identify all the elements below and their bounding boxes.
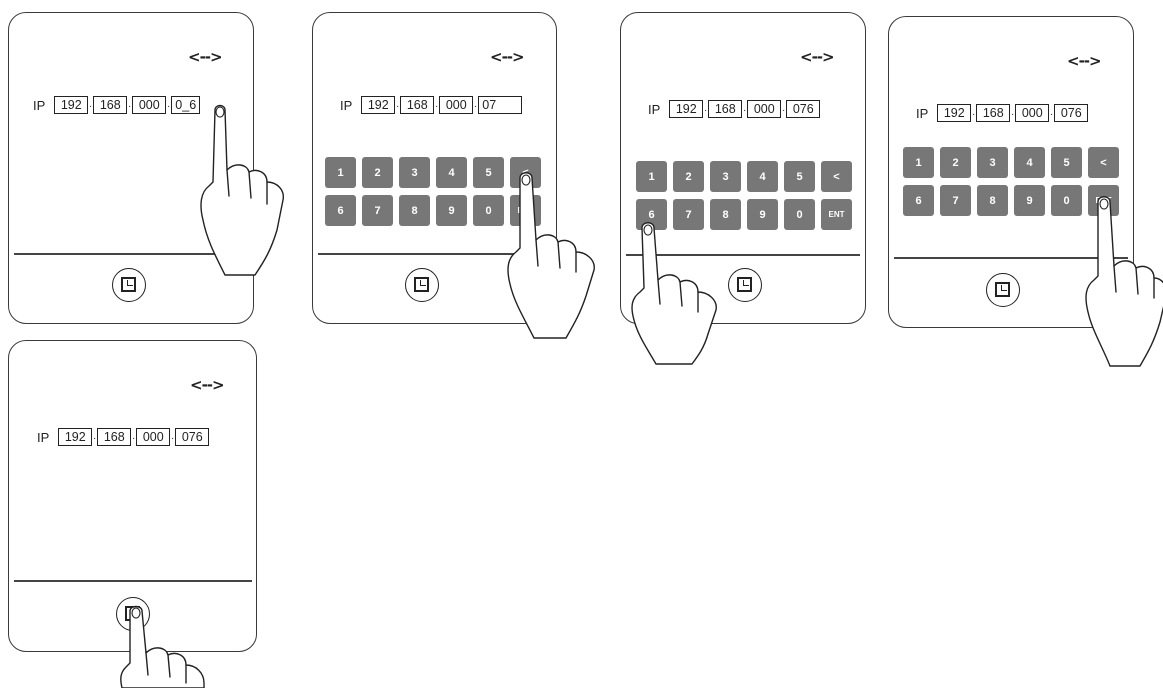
ip-octet-3[interactable]: 000 <box>132 96 166 114</box>
ip-octet-1[interactable]: 192 <box>58 428 92 446</box>
key-7[interactable]: 7 <box>362 195 393 226</box>
ip-octet-1[interactable]: 192 <box>361 96 395 114</box>
ip-octet-3[interactable]: 000 <box>439 96 473 114</box>
pointing-hand-icon <box>1080 192 1163 372</box>
key-0[interactable]: 0 <box>1051 185 1082 216</box>
key-3[interactable]: 3 <box>710 161 741 192</box>
key-4[interactable]: 4 <box>436 157 467 188</box>
ip-label: IP <box>648 102 660 117</box>
ip-octet-3[interactable]: 000 <box>747 100 781 118</box>
key-2[interactable]: 2 <box>362 157 393 188</box>
ip-octet-2[interactable]: 168 <box>97 428 131 446</box>
key-8[interactable]: 8 <box>399 195 430 226</box>
home-square-icon <box>995 282 1010 297</box>
home-square-icon <box>414 277 429 292</box>
home-button[interactable] <box>986 273 1020 307</box>
key-0[interactable]: 0 <box>784 199 815 230</box>
ip-octet-3[interactable]: 000 <box>1015 104 1049 122</box>
ip-octet-1[interactable]: 192 <box>937 104 971 122</box>
key-9[interactable]: 9 <box>747 199 778 230</box>
key-7[interactable]: 7 <box>940 185 971 216</box>
pointing-hand-icon <box>112 603 222 688</box>
ip-octet-1[interactable]: 192 <box>669 100 703 118</box>
key-6[interactable]: 6 <box>325 195 356 226</box>
key-3[interactable]: 3 <box>399 157 430 188</box>
ip-octet-2[interactable]: 168 <box>400 96 434 114</box>
key-1[interactable]: 1 <box>636 161 667 192</box>
key-8[interactable]: 8 <box>977 185 1008 216</box>
ip-octet-4[interactable]: 07 <box>478 96 522 114</box>
ip-octet-1[interactable]: 192 <box>54 96 88 114</box>
key-enter[interactable]: ENT <box>821 199 852 230</box>
ip-octet-2[interactable]: 168 <box>708 100 742 118</box>
ip-label: IP <box>340 98 352 113</box>
pointing-hand-icon <box>185 100 295 280</box>
key-backspace[interactable]: < <box>1088 147 1119 178</box>
key-backspace[interactable]: < <box>821 161 852 192</box>
ip-label: IP <box>37 430 49 445</box>
pointing-hand-icon <box>628 218 738 368</box>
home-square-icon <box>121 277 136 292</box>
ip-label: IP <box>916 106 928 121</box>
key-5[interactable]: 5 <box>1051 147 1082 178</box>
home-square-icon <box>737 277 752 292</box>
key-4[interactable]: 4 <box>747 161 778 192</box>
ip-octet-4[interactable]: 076 <box>786 100 820 118</box>
ip-octet-4[interactable]: 076 <box>1054 104 1088 122</box>
divider-line <box>14 580 252 582</box>
ip-row-5: IP 192. 168. 000. 076 <box>37 428 209 446</box>
ip-row-1: IP 192. 168. 000. 0_6 <box>33 96 200 114</box>
connection-arrows-icon: <--> <box>1067 52 1101 70</box>
key-1[interactable]: 1 <box>325 157 356 188</box>
ip-octet-2[interactable]: 168 <box>93 96 127 114</box>
connection-arrows-icon: <--> <box>490 48 524 66</box>
ip-octet-2[interactable]: 168 <box>976 104 1010 122</box>
connection-arrows-icon: <--> <box>190 376 224 394</box>
ip-row-2: IP 192. 168. 000. 07 <box>340 96 522 114</box>
connection-arrows-icon: <--> <box>188 48 222 66</box>
home-button[interactable] <box>405 268 439 302</box>
ip-octet-3[interactable]: 000 <box>136 428 170 446</box>
key-5[interactable]: 5 <box>784 161 815 192</box>
key-4[interactable]: 4 <box>1014 147 1045 178</box>
home-button[interactable] <box>112 268 146 302</box>
ip-octet-4[interactable]: 076 <box>175 428 209 446</box>
key-9[interactable]: 9 <box>436 195 467 226</box>
key-3[interactable]: 3 <box>977 147 1008 178</box>
ip-row-3: IP 192. 168. 000. 076 <box>648 100 820 118</box>
key-1[interactable]: 1 <box>903 147 934 178</box>
key-6[interactable]: 6 <box>903 185 934 216</box>
key-2[interactable]: 2 <box>673 161 704 192</box>
ip-row-4: IP 192. 168. 000. 076 <box>916 104 1088 122</box>
key-9[interactable]: 9 <box>1014 185 1045 216</box>
connection-arrows-icon: <--> <box>800 48 834 66</box>
key-2[interactable]: 2 <box>940 147 971 178</box>
pointing-hand-icon <box>500 168 610 348</box>
ip-label: IP <box>33 98 45 113</box>
